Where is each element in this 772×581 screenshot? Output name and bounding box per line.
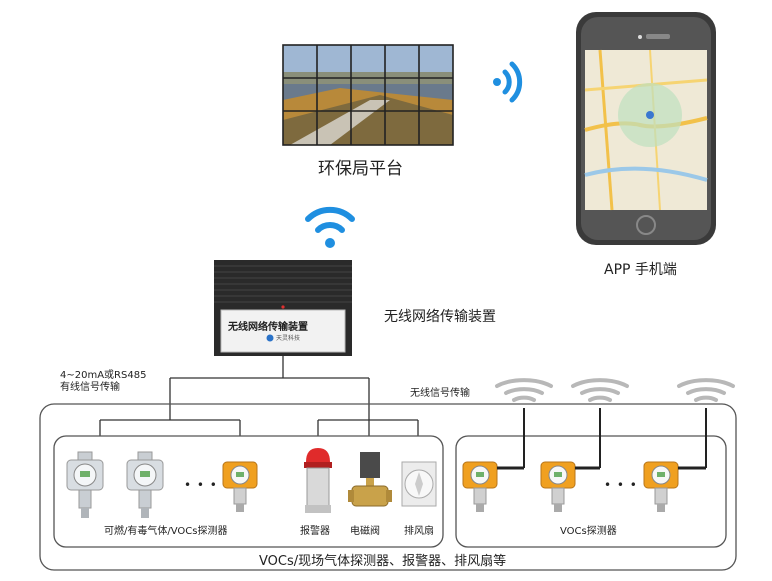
valve-label: 电磁阀 (350, 526, 380, 537)
gray-gas-detector (66, 451, 104, 518)
platform-label: 环保局平台 (318, 159, 403, 179)
video-wall-image (282, 44, 454, 146)
bottom-caption: VOCs/现场气体探测器、报警器、排风扇等 (259, 554, 507, 569)
field-devices-frame (39, 403, 737, 571)
app-label: APP 手机端 (604, 262, 677, 278)
wired-connection-lines (99, 356, 419, 436)
orange-gas-detector (222, 461, 258, 512)
gateway-label: 无线网络传输装置 (384, 309, 496, 325)
gateway-brand-text: 天灵科技 (276, 335, 301, 342)
smartphone-image (576, 12, 716, 245)
gray-gas-detector (126, 451, 164, 518)
right-ellipsis: • • • (604, 478, 638, 492)
wireless-orange-detector (462, 408, 525, 512)
detectors-label: 可燃/有毒气体/VOCs探测器 (104, 526, 228, 537)
wireless-devices-group (455, 435, 727, 548)
wifi-icon (305, 206, 355, 248)
left-ellipsis: • • • (184, 478, 218, 492)
fan-label: 排风扇 (404, 526, 434, 537)
solenoid-valve (348, 452, 392, 507)
wireless-orange-detector (540, 408, 601, 512)
wired-protocol-text: 4~20mA或RS485 (60, 370, 147, 381)
vocs-detectors-label: VOCs探测器 (560, 526, 617, 537)
alarm-siren (304, 448, 332, 513)
gateway-device-image (214, 260, 352, 356)
wired-transmission-text: 有线信号传输 (60, 382, 120, 393)
alarm-label: 报警器 (300, 526, 330, 537)
wireless-orange-detector (643, 408, 707, 512)
exhaust-fan (401, 461, 437, 507)
wireless-transmission-label: 无线信号传输 (410, 388, 470, 399)
wired-devices-group (53, 435, 444, 548)
wifi-icon (493, 61, 523, 103)
wired-transmission-label: 4~20mA或RS485 有线信号传输 (60, 370, 146, 394)
wireless-signal-arcs (495, 378, 735, 402)
gateway-panel-text: 无线网络传输装置 (228, 322, 308, 333)
